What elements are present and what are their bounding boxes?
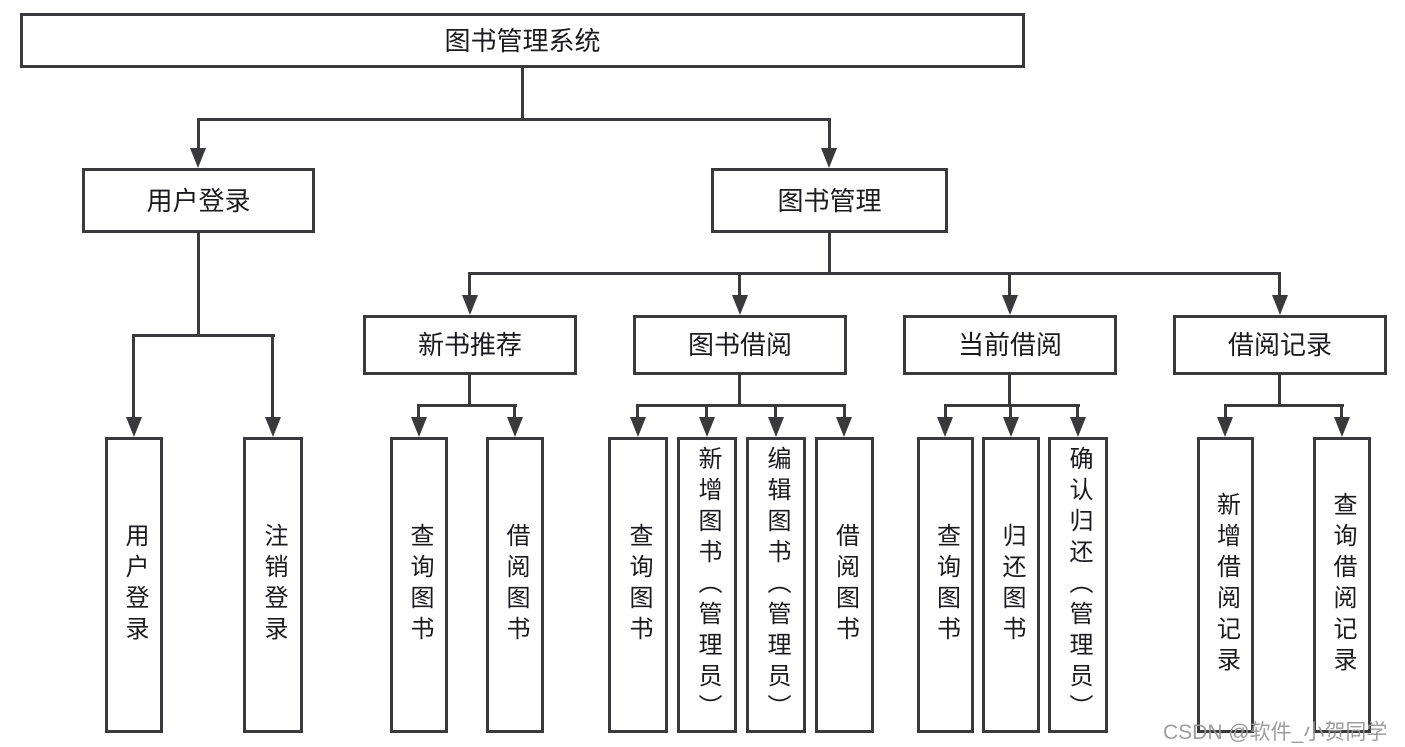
connector-line (944, 404, 1080, 407)
leaf-bb-edit-books-admin: 编辑图书（管理员） (746, 437, 806, 733)
node-label: 新增图书（管理员） (694, 445, 721, 725)
arrow-down-icon (462, 295, 478, 315)
connector-line (636, 404, 846, 407)
arrow-down-icon (699, 417, 715, 437)
connector-line (738, 375, 741, 407)
connector-line (1278, 375, 1281, 407)
connector-line (1009, 404, 1012, 419)
connector-line (197, 233, 200, 337)
node-label: 借阅图书 (831, 523, 859, 647)
arrow-down-icon (1272, 295, 1288, 315)
arrow-down-icon (1334, 417, 1350, 437)
arrow-down-icon (1002, 295, 1018, 315)
arrow-down-icon (821, 148, 837, 168)
connector-line (468, 375, 471, 407)
leaf-user-login: 用户登录 (105, 437, 163, 733)
node-label: 借阅图书 (502, 523, 529, 647)
connector-line (271, 334, 274, 418)
arrow-down-icon (1070, 417, 1086, 437)
arrow-down-icon (190, 148, 206, 168)
connector-line (521, 68, 524, 121)
node-label: 用户登录 (146, 185, 251, 216)
node-borrow-records: 借阅记录 (1173, 315, 1387, 375)
connector-line (944, 404, 947, 419)
node-label: 新增借阅记录 (1212, 492, 1240, 678)
connector-line (1224, 404, 1344, 407)
arrow-down-icon (937, 417, 953, 437)
connector-line (738, 272, 741, 296)
leaf-br-add-record: 新增借阅记录 (1197, 437, 1254, 733)
node-label: 当前借阅 (957, 330, 1062, 360)
node-label: 借阅记录 (1227, 330, 1332, 360)
leaf-bb-query-books: 查询图书 (608, 437, 668, 733)
connector-line (468, 272, 471, 296)
node-new-book-recommend: 新书推荐 (363, 315, 577, 375)
connector-line (774, 404, 777, 419)
node-user-login-branch: 用户登录 (82, 168, 315, 233)
node-label: 新书推荐 (417, 330, 522, 360)
arrow-down-icon (630, 417, 646, 437)
connector-line (468, 272, 1281, 275)
node-label: 编辑图书（管理员） (763, 445, 790, 725)
arrow-down-icon (1217, 417, 1233, 437)
connector-line (197, 118, 200, 150)
connector-line (132, 334, 135, 418)
connector-line (843, 404, 846, 419)
arrow-down-icon (732, 295, 748, 315)
leaf-logout: 注销登录 (243, 437, 303, 733)
node-label: 用户登录 (121, 523, 148, 647)
node-label: 注销登录 (260, 523, 287, 647)
leaf-br-query-record: 查询借阅记录 (1313, 437, 1371, 733)
connector-line (417, 404, 517, 407)
node-label: 图书管理 (777, 185, 882, 216)
node-system-root: 图书管理系统 (20, 13, 1025, 68)
leaf-nbr-borrow-books: 借阅图书 (486, 437, 544, 733)
connector-line (1076, 404, 1079, 419)
node-label: 查询图书 (406, 523, 433, 647)
arrow-down-icon (265, 417, 281, 437)
leaf-bb-borrow-books: 借阅图书 (815, 437, 874, 733)
arrow-down-icon (411, 417, 427, 437)
connector-line (197, 118, 831, 121)
leaf-cb-return-books: 归还图书 (982, 437, 1040, 733)
node-book-management: 图书管理 (711, 168, 948, 233)
connector-line (1340, 404, 1343, 419)
connector-line (1224, 404, 1227, 419)
node-label: 查询图书 (625, 523, 652, 647)
node-label: 确认归还（管理员） (1065, 445, 1092, 725)
leaf-bb-add-books-admin: 新增图书（管理员） (677, 437, 737, 733)
arrow-down-icon (836, 417, 852, 437)
connector-line (1278, 272, 1281, 296)
node-label: 归还图书 (998, 523, 1025, 647)
arrow-down-icon (768, 417, 784, 437)
connector-line (828, 118, 831, 150)
node-book-borrow: 图书借阅 (633, 315, 847, 375)
connector-line (1008, 272, 1011, 296)
connector-line (132, 334, 275, 337)
watermark: CSDN @软件_小贺同学 (1163, 721, 1388, 744)
connector-line (513, 404, 516, 419)
leaf-cb-confirm-return-admin: 确认归还（管理员） (1048, 437, 1108, 733)
leaf-cb-query-books: 查询图书 (917, 437, 974, 733)
node-current-borrow: 当前借阅 (903, 315, 1117, 375)
arrow-down-icon (1003, 417, 1019, 437)
connector-line (417, 404, 420, 419)
connector-line (705, 404, 708, 419)
node-label: 图书管理系统 (444, 25, 601, 56)
connector-line (636, 404, 639, 419)
connector-line (828, 233, 831, 275)
leaf-nbr-query-books: 查询图书 (390, 437, 448, 733)
node-label: 图书借阅 (687, 330, 792, 360)
connector-line (1008, 375, 1011, 407)
arrow-down-icon (126, 417, 142, 437)
node-label: 查询图书 (932, 523, 960, 647)
node-label: 查询借阅记录 (1329, 492, 1356, 678)
arrow-down-icon (507, 417, 523, 437)
